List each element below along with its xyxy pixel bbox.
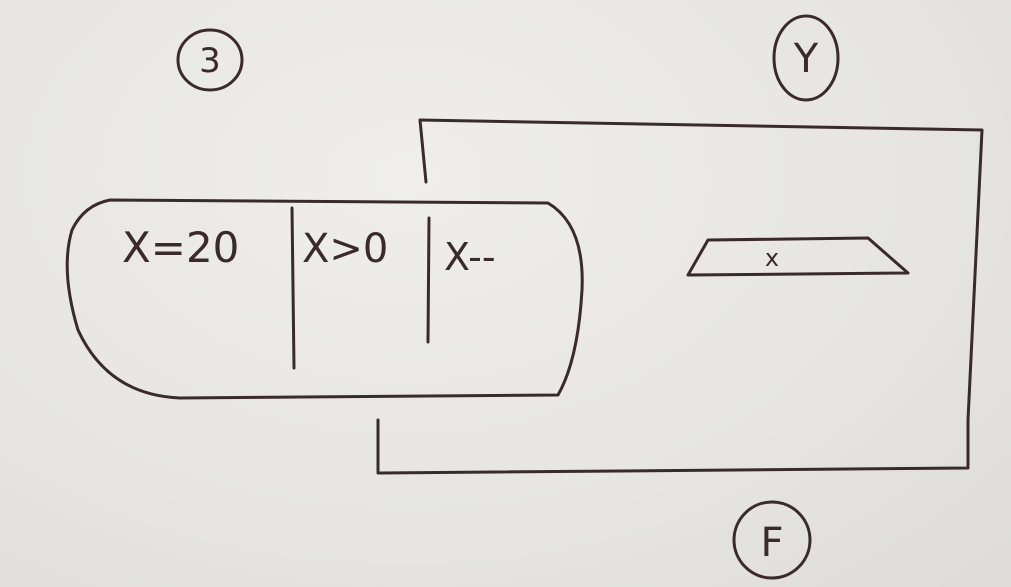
- label-circle-y: [772, 14, 840, 102]
- label-circle-f: [732, 500, 812, 580]
- loop-condition-text: X>0: [302, 226, 388, 272]
- loop-header-capsule: [65, 198, 584, 400]
- loop-init-text: X=20: [122, 223, 239, 272]
- header-divider-1: [290, 206, 296, 370]
- statement-text: x: [765, 244, 779, 272]
- label-3-text: 3: [199, 41, 221, 81]
- header-divider-2: [426, 216, 431, 344]
- container-box: [376, 118, 984, 475]
- label-y-text: Y: [793, 36, 819, 82]
- loop-update-text: X--: [444, 235, 496, 279]
- label-circle-3: [176, 28, 244, 92]
- statement-trapezoid: [686, 236, 910, 277]
- label-f-text: F: [760, 520, 783, 566]
